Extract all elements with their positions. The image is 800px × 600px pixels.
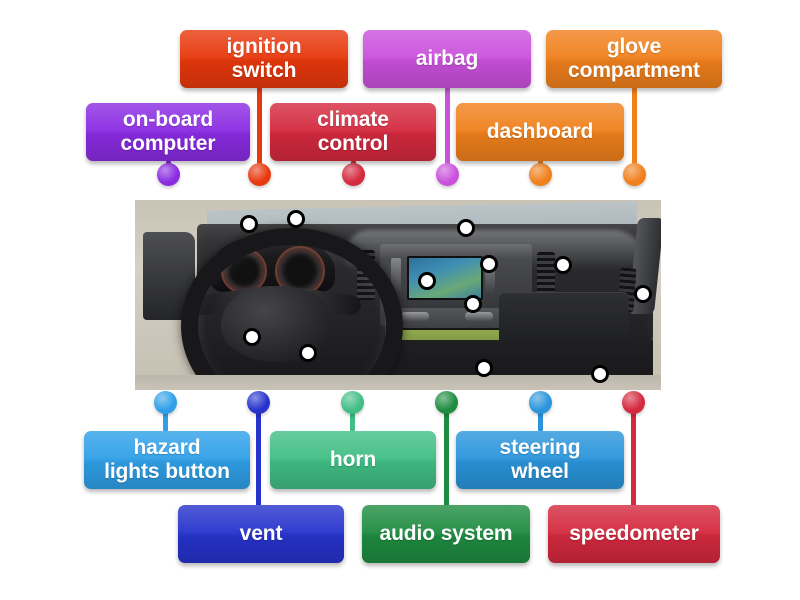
connector-stem-horn [349, 410, 355, 431]
hotspot-marker[interactable] [287, 210, 305, 228]
connector-stem-glove-compartment [631, 88, 637, 180]
label-text-on-board-computer: on-board computer [120, 108, 216, 155]
dashboard-photo-image [135, 200, 661, 390]
climate-knob-right [465, 312, 493, 321]
connector-knob-steering-wheel[interactable] [528, 390, 552, 414]
label-text-ignition-switch: ignition switch [226, 35, 302, 82]
head-unit-buttons-right [485, 258, 495, 294]
connector-stem-steering-wheel [537, 410, 543, 431]
label-text-horn: horn [329, 448, 377, 472]
connector-stem-hazard-lights-button [162, 410, 168, 431]
label-climate-control[interactable]: climate control [270, 103, 436, 161]
hotspot-marker[interactable] [464, 295, 482, 313]
connector-knob-climate-control[interactable] [341, 162, 365, 186]
hotspot-marker[interactable] [480, 255, 498, 273]
connector-stem-audio-system [443, 410, 449, 508]
label-dashboard[interactable]: dashboard [456, 103, 624, 161]
hotspot-marker[interactable] [634, 285, 652, 303]
label-steering-wheel[interactable]: steering wheel [456, 431, 624, 489]
label-glove-compartment[interactable]: glove compartment [546, 30, 722, 88]
connector-knob-horn[interactable] [340, 390, 364, 414]
vent-middle [537, 252, 555, 300]
connector-stem-speedometer [630, 410, 636, 508]
label-text-hazard-lights-button: hazard lights button [104, 436, 230, 483]
label-on-board-computer[interactable]: on-board computer [86, 103, 250, 161]
label-text-steering-wheel: steering wheel [499, 436, 581, 483]
label-text-dashboard: dashboard [486, 120, 594, 144]
label-vent[interactable]: vent [178, 505, 344, 563]
hotspot-marker[interactable] [418, 272, 436, 290]
label-text-airbag: airbag [415, 47, 479, 71]
label-text-glove-compartment: glove compartment [568, 35, 700, 82]
label-text-vent: vent [239, 522, 283, 546]
connector-stem-vent [255, 410, 261, 508]
connector-stem-airbag [444, 88, 450, 180]
connector-knob-speedometer[interactable] [621, 390, 645, 414]
label-hazard-lights-button[interactable]: hazard lights button [84, 431, 250, 489]
hotspot-marker[interactable] [457, 219, 475, 237]
hotspot-marker[interactable] [591, 365, 609, 383]
label-audio-system[interactable]: audio system [362, 505, 530, 563]
label-airbag[interactable]: airbag [363, 30, 531, 88]
label-text-climate-control: climate control [317, 108, 389, 155]
connector-knob-on-board-computer[interactable] [156, 162, 180, 186]
connector-knob-hazard-lights-button[interactable] [153, 390, 177, 414]
label-text-speedometer: speedometer [569, 522, 699, 546]
label-horn[interactable]: horn [270, 431, 436, 489]
hotspot-marker[interactable] [475, 359, 493, 377]
connector-knob-glove-compartment[interactable] [622, 162, 646, 186]
connector-knob-airbag[interactable] [435, 162, 459, 186]
head-unit-buttons-left [391, 258, 401, 294]
floor-line [135, 375, 661, 390]
connector-knob-ignition-switch[interactable] [247, 162, 271, 186]
hotspot-marker[interactable] [554, 256, 572, 274]
dashboard-photo[interactable] [135, 200, 661, 390]
connector-stem-ignition-switch [256, 88, 262, 180]
label-speedometer[interactable]: speedometer [548, 505, 720, 563]
label-ignition-switch[interactable]: ignition switch [180, 30, 348, 88]
hotspot-marker[interactable] [240, 215, 258, 233]
connector-knob-audio-system[interactable] [434, 390, 458, 414]
climate-knob-left [401, 312, 429, 321]
connector-knob-vent[interactable] [246, 390, 270, 414]
hotspot-marker[interactable] [299, 344, 317, 362]
connector-knob-dashboard[interactable] [528, 162, 552, 186]
label-text-audio-system: audio system [379, 522, 513, 546]
hotspot-marker[interactable] [243, 328, 261, 346]
